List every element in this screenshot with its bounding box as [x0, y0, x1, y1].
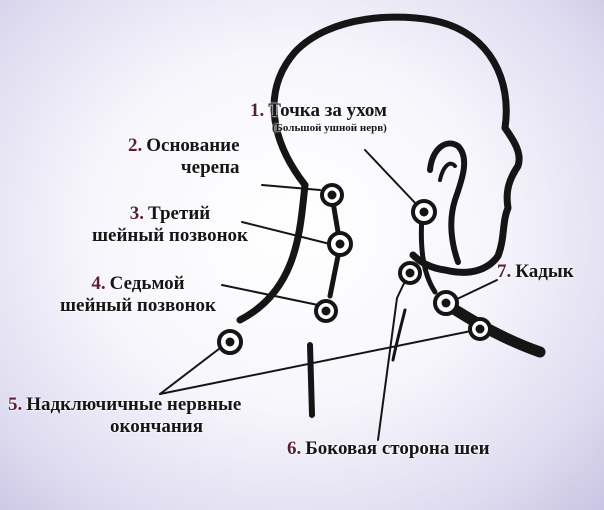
label-text-4-line2: шейный позвонок	[60, 295, 217, 316]
label-sub-1: (Большой ушной нерв)	[272, 122, 387, 134]
leader-line-5b	[159, 329, 477, 395]
spine-bar-1	[330, 199, 341, 235]
leader-line-5a	[159, 341, 229, 395]
leader-line-1	[364, 149, 419, 207]
label-number-7: 7.	[497, 261, 512, 282]
label-number-3: 3.	[129, 203, 145, 224]
point-marker-6	[398, 261, 422, 285]
label-text-5-line2: окончания	[110, 416, 204, 437]
label-point-5: 5.Надключичные нервные окончания	[8, 394, 241, 438]
point-marker-5-right	[468, 317, 492, 341]
label-point-4: 4.Седьмой шейный позвонок	[60, 273, 216, 317]
spine-bar-2	[327, 253, 341, 299]
ear-inner-outline	[438, 161, 457, 182]
leader-line-3	[241, 221, 331, 245]
point-marker-1	[411, 199, 437, 225]
point-marker-4	[314, 299, 338, 323]
label-text-3-line2: шейный позвонок	[92, 225, 249, 246]
label-point-6: 6.Боковая сторона шеи	[287, 438, 490, 460]
label-number-6: 6.	[287, 438, 302, 459]
point-marker-7	[433, 290, 459, 316]
point-marker-2	[320, 183, 344, 207]
neck-line-left	[307, 342, 315, 418]
point-markers	[217, 183, 492, 355]
leader-line-4	[221, 284, 319, 306]
label-number-4: 4.	[91, 273, 106, 294]
leader-line-2	[261, 184, 321, 191]
label-text-7: Кадык	[515, 261, 574, 282]
point-marker-3	[327, 231, 353, 257]
head-outline	[270, 13, 523, 276]
label-point-1: 1.Точка за ухом (Большой ушной нерв)	[250, 100, 387, 135]
label-number-2: 2.	[128, 135, 143, 156]
leader-line-6a	[377, 297, 398, 441]
label-point-7: 7.Кадык	[497, 261, 574, 283]
label-number-5: 5.	[8, 394, 23, 415]
label-number-1: 1.	[250, 100, 265, 121]
ear-outline	[427, 140, 468, 265]
label-point-2: 2.Основание черепа	[128, 135, 240, 179]
jaw-outline	[418, 212, 438, 295]
neck-line-right	[391, 308, 407, 362]
label-text-5-line1: Надключичные нервные	[26, 394, 242, 415]
label-text-2-line2: черепа	[180, 157, 240, 178]
back-of-neck-outline	[236, 181, 309, 324]
label-text-4-line1: Седьмой	[109, 273, 185, 294]
point-marker-5-left	[217, 329, 243, 355]
label-text-3-line1: Третий	[148, 203, 211, 224]
label-point-3: 3.Третий шейный позвонок	[92, 203, 248, 247]
label-text-6: Боковая сторона шеи	[305, 438, 490, 459]
label-text-2-line1: Основание	[146, 135, 240, 156]
label-text-1: Точка за ухом	[268, 100, 387, 121]
leader-line-7	[454, 279, 498, 301]
